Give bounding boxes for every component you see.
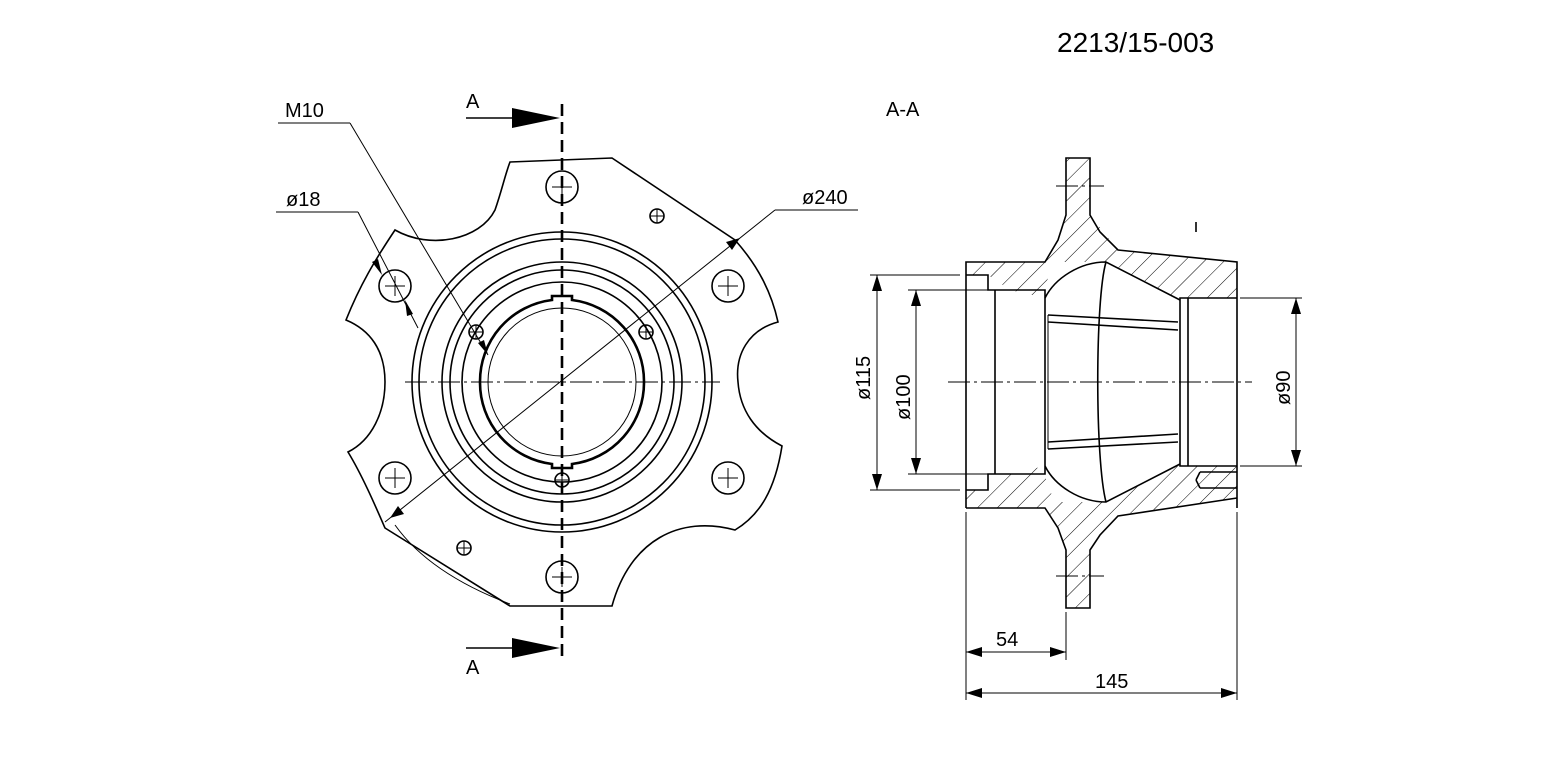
dim-145-label: 145: [1095, 671, 1128, 693]
section-label: A-A: [886, 99, 920, 121]
groove-lower: [1047, 433, 1179, 450]
d18-arrow-2: [405, 300, 413, 316]
groove-upper: [1047, 314, 1179, 331]
flange-outline: [344, 157, 783, 607]
drawing-number: 2213/15-003: [1057, 27, 1214, 58]
section-hatch-upper: [966, 158, 1237, 300]
cut-arrow-bottom-head: [512, 638, 560, 658]
d240-arrow-bottom: [390, 506, 404, 518]
splined-bore: [478, 294, 646, 470]
dim-90-label: ø90: [1273, 371, 1295, 405]
bolt-hole-upper-left: [378, 269, 412, 303]
m10-leader-line: [349, 122, 489, 356]
thread-label: M10: [285, 100, 324, 122]
d240-dimension-line: [384, 209, 776, 523]
bolt-hole-upper-right: [711, 269, 745, 303]
bolt-hole-lower-right: [711, 461, 745, 495]
section-outline-upper: [965, 157, 1238, 508]
hole-diameter-label: ø18: [286, 189, 320, 211]
dim-115-label: ø115: [853, 356, 875, 400]
section-hatch-lower: [966, 464, 1237, 608]
bore-step-left: [966, 274, 1046, 491]
threaded-hole-section: [1195, 471, 1237, 489]
outer-diameter-label: ø240: [802, 187, 848, 209]
cavity-curve: [1096, 261, 1107, 503]
d240-arrow-top: [726, 238, 740, 250]
m10-leader-arrow: [478, 340, 488, 355]
dim-100-label: ø100: [893, 374, 915, 420]
cut-arrow-top-head: [512, 108, 560, 128]
front-view: A A M10 ø18 ø240: [276, 91, 858, 679]
cut-mark-top: A: [466, 91, 480, 113]
section-outline-lower: [966, 497, 1238, 609]
d18-arrow-1: [372, 259, 382, 275]
dim-54-label: 54: [996, 629, 1018, 651]
cut-mark-bottom: A: [466, 657, 480, 679]
bolt-hole-lower-left: [378, 461, 412, 495]
flange-edge-arc: [394, 524, 511, 605]
section-view: A-A ø115: [853, 99, 1302, 700]
